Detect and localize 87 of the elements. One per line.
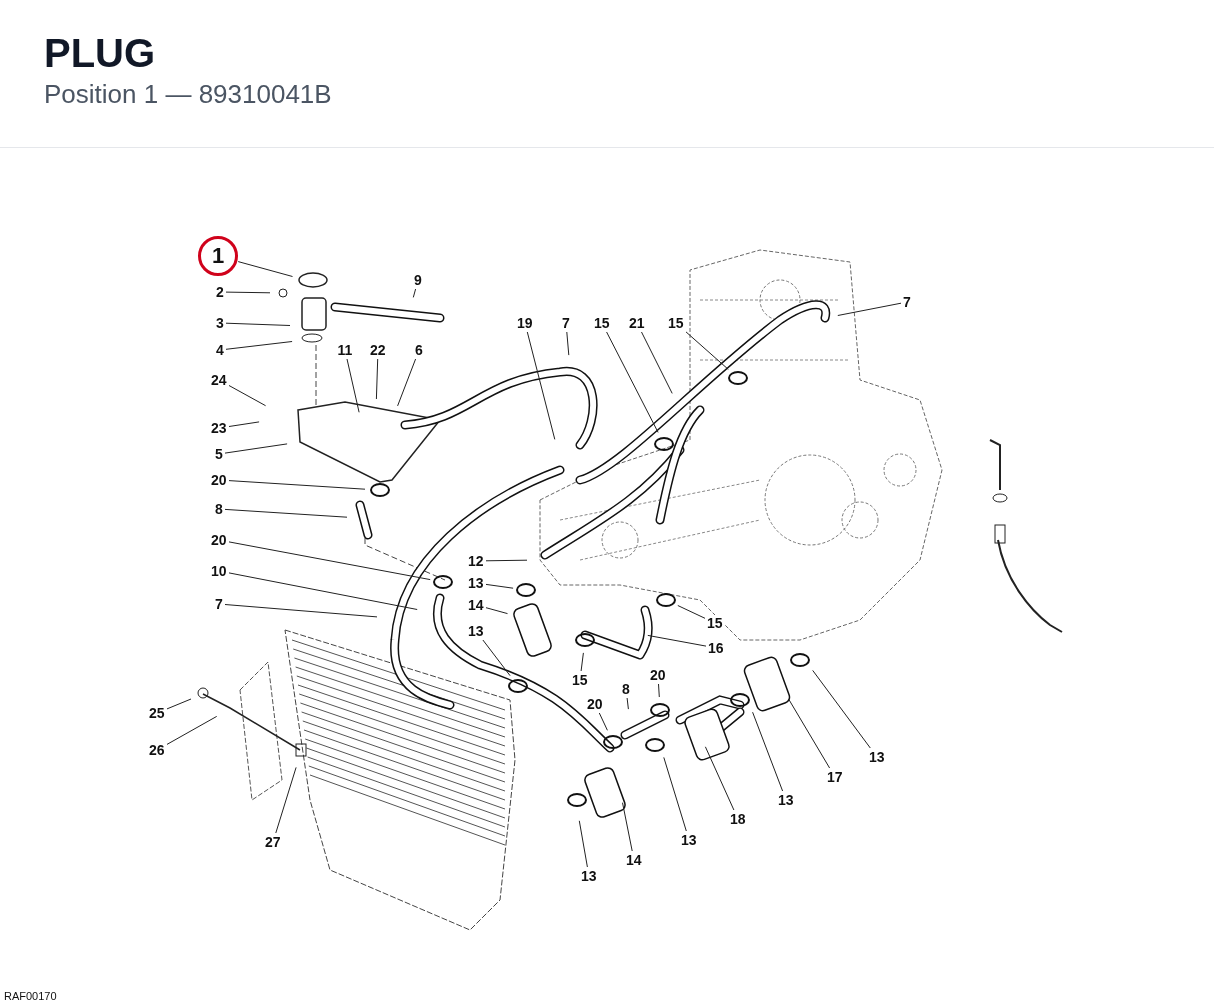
callout-number: 20: [210, 472, 228, 488]
leader-line: [375, 358, 379, 400]
leader-line: [526, 331, 556, 440]
callout-number: 10: [210, 563, 228, 579]
callout-number: 3: [215, 315, 225, 331]
leader-line: [228, 541, 431, 581]
callout-number: 15: [593, 315, 611, 331]
leader-line: [485, 559, 528, 562]
callout-number: 20: [210, 532, 228, 548]
leader-line: [578, 820, 588, 868]
leader-line: [580, 652, 584, 672]
callout-number: 15: [706, 615, 724, 631]
callout-number: 25: [148, 705, 166, 721]
callout-number: 16: [707, 640, 725, 656]
leader-line: [482, 639, 511, 677]
leader-line: [485, 607, 508, 615]
highlighted-callout-number: 1: [198, 236, 238, 276]
leader-line: [663, 756, 687, 832]
leader-line: [166, 715, 218, 745]
leader-line: [658, 683, 660, 698]
callout-number: 20: [586, 696, 604, 712]
callout-number: 11: [336, 342, 354, 358]
leader-line: [647, 634, 707, 647]
leader-line: [275, 766, 297, 834]
callout-number: 12: [467, 553, 485, 569]
leader-line: [412, 288, 417, 298]
leader-line: [228, 572, 418, 610]
leader-line: [224, 508, 348, 518]
callout-number: 13: [680, 832, 698, 848]
leader-line: [752, 711, 784, 792]
leader-line: [225, 341, 293, 350]
callout-number: 19: [516, 315, 534, 331]
callout-number: 8: [621, 681, 631, 697]
leader-line: [622, 802, 633, 852]
callout-number: 14: [467, 597, 485, 613]
leader-line: [598, 712, 608, 731]
leader-line: [228, 421, 260, 427]
callout-number: 7: [561, 315, 571, 331]
subtitle: Position 1 — 89310041B: [44, 78, 332, 110]
leader-line: [224, 604, 378, 618]
leader-line: [166, 698, 192, 710]
leader-line: [566, 331, 570, 356]
leader-line: [812, 669, 871, 749]
leader-line: [685, 331, 729, 370]
leader-line: [837, 302, 902, 316]
leader-line: [397, 358, 417, 407]
leader-line: [704, 746, 735, 811]
leader-line: [788, 698, 831, 769]
leader-line: [225, 322, 291, 326]
callout-number: 13: [868, 749, 886, 765]
callout-number: 17: [826, 769, 844, 785]
callout-number: 26: [148, 742, 166, 758]
callout-number: 13: [580, 868, 598, 884]
callout-number: 7: [214, 596, 224, 612]
leader-line: [346, 358, 360, 413]
callout-number: 18: [729, 811, 747, 827]
leader-line: [225, 291, 271, 294]
callout-number: 13: [467, 623, 485, 639]
callout-number: 20: [649, 667, 667, 683]
leader-line: [641, 331, 673, 394]
title: PLUG: [44, 30, 156, 76]
callout-number: 15: [667, 315, 685, 331]
callout-number: 13: [467, 575, 485, 591]
callout-number: 8: [214, 501, 224, 517]
callout-number: 23: [210, 420, 228, 436]
leader-line: [606, 331, 659, 433]
callout-number: 27: [264, 834, 282, 850]
callout-number: 2: [215, 284, 225, 300]
leader-line: [626, 697, 629, 710]
callout-number: 24: [210, 372, 228, 388]
leader-line: [485, 583, 514, 589]
callout-number: 7: [902, 294, 912, 310]
callout-number: 13: [777, 792, 795, 808]
leader-line: [677, 605, 706, 619]
callout-number: 6: [414, 342, 424, 358]
callout-number: 9: [413, 272, 423, 288]
leader-line: [237, 261, 293, 277]
callout-number: 22: [369, 342, 387, 358]
leader-line: [224, 443, 288, 454]
callout-number: 15: [571, 672, 589, 688]
callout-number: 14: [625, 852, 643, 868]
drawing-code: RAF00170: [4, 990, 57, 1003]
callout-number: 5: [214, 446, 224, 462]
leader-line: [228, 480, 366, 490]
callout-number: 21: [628, 315, 646, 331]
callout-number: 4: [215, 342, 225, 358]
leader-line: [228, 385, 267, 407]
